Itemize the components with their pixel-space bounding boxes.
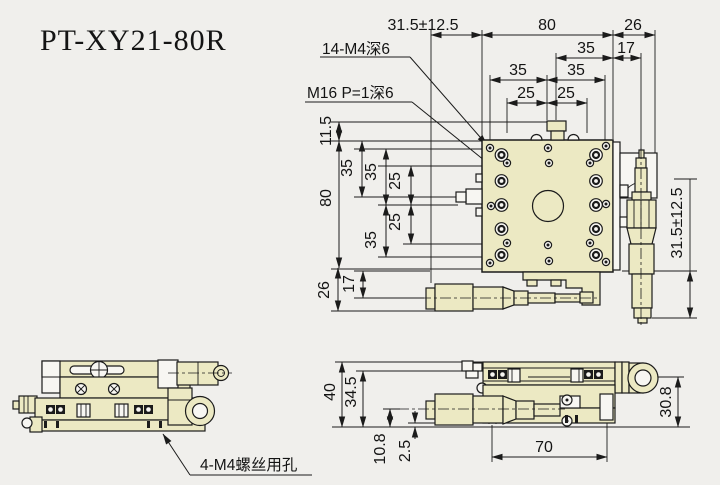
side-dimension-lines bbox=[338, 361, 682, 461]
dim-80-left: 80 bbox=[318, 189, 335, 207]
side-view-drawing: 40 34.5 10.8 2.5 70 30.8 bbox=[322, 360, 690, 465]
base-holes-label: 4-M4螺丝用孔 bbox=[200, 456, 298, 474]
dim-travel-top: 31.5±12.5 bbox=[387, 17, 458, 34]
dim-70-side: 70 bbox=[535, 439, 553, 456]
dim-26-left: 26 bbox=[316, 281, 333, 299]
base-holes-leader bbox=[162, 433, 312, 476]
dim-40-side: 40 bbox=[322, 383, 339, 401]
left-extension-lines bbox=[331, 121, 697, 319]
left-clamp-screw bbox=[455, 173, 483, 217]
front-screws bbox=[74, 382, 121, 396]
front-bearings bbox=[46, 403, 153, 418]
dim-10-8-side: 10.8 bbox=[372, 433, 389, 464]
dim-30-8-side: 30.8 bbox=[658, 386, 675, 417]
m4-tapped-holes bbox=[494, 148, 603, 262]
m4-clearance-holes bbox=[485, 141, 611, 268]
dim-25b-left: 25 bbox=[387, 213, 404, 231]
dim-17-left: 17 bbox=[341, 275, 358, 293]
dim-26-top: 26 bbox=[624, 17, 642, 34]
front-flange bbox=[167, 387, 216, 427]
dim-25b-top: 25 bbox=[557, 85, 575, 102]
dim-travel-right: 31.5±12.5 bbox=[669, 187, 686, 258]
dim-17-top: 17 bbox=[617, 40, 635, 57]
dim-35a-left: 35 bbox=[339, 159, 356, 177]
dim-11-5-left: 11.5 bbox=[318, 116, 335, 146]
y-axis-micrometer bbox=[612, 141, 658, 328]
dim-34-5-side: 34.5 bbox=[343, 376, 360, 407]
front-knob-screw bbox=[89, 360, 109, 380]
front-micrometer bbox=[168, 361, 232, 386]
dim-25a-left: 25 bbox=[387, 172, 404, 190]
top-dimension-lines bbox=[430, 31, 656, 107]
part-number-title: PT-XY21-80R bbox=[40, 24, 227, 57]
top-clamp-screw bbox=[530, 120, 580, 141]
side-hinge-flange bbox=[614, 361, 659, 394]
plate-holes-label: 14-M4深6 bbox=[322, 40, 390, 58]
dim-35b-top: 35 bbox=[567, 62, 585, 79]
dim-2-5-side: 2.5 bbox=[397, 440, 414, 462]
dim-35-top: 35 bbox=[577, 40, 595, 57]
side-clamp-screw bbox=[461, 360, 483, 379]
dim-25a-top: 25 bbox=[517, 85, 535, 102]
top-view-drawing: 14-M4深6 M16 P=1深6 bbox=[305, 17, 697, 328]
center-m16-hole bbox=[531, 189, 565, 223]
dim-35b-left: 35 bbox=[363, 163, 380, 181]
front-base-holes bbox=[44, 421, 162, 428]
dim-35c-left: 35 bbox=[363, 231, 380, 249]
side-micrometer bbox=[398, 393, 565, 426]
front-base-screw bbox=[21, 417, 33, 429]
dim-35a-top: 35 bbox=[509, 62, 527, 79]
right-dimension-lines bbox=[674, 178, 697, 319]
center-hole-label: M16 P=1深6 bbox=[307, 84, 394, 102]
dim-80-top: 80 bbox=[538, 17, 556, 34]
front-mic-bracket bbox=[157, 359, 179, 389]
left-dimension-lines bbox=[334, 121, 415, 312]
side-bearing-row bbox=[488, 368, 603, 383]
x-axis-micrometer bbox=[420, 271, 601, 312]
front-view-drawing: 4-M4螺丝用孔 bbox=[12, 359, 312, 476]
